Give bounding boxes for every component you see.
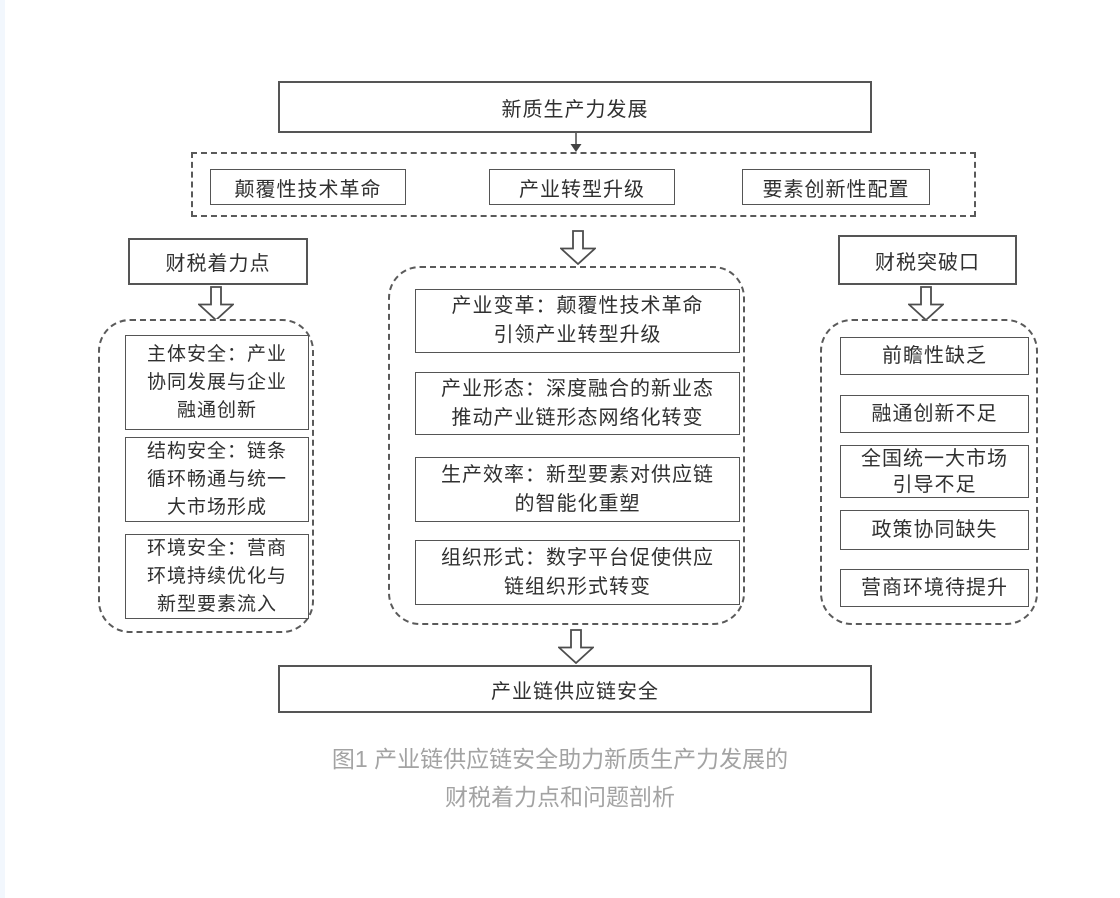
block-down-arrow-icon <box>560 230 596 265</box>
left-header-fiscal-focus: 财税着力点 <box>128 238 308 285</box>
center-node-industry-change: 产业变革：颠覆性技术革命 引领产业转型升级 <box>415 289 740 353</box>
right-node-policy-coordination: 政策协同缺失 <box>840 510 1029 550</box>
center-node-industry-form: 产业形态：深度融合的新业态 推动产业链形态网络化转变 <box>415 372 740 435</box>
center-panel-mechanisms: 产业变革：颠覆性技术革命 引领产业转型升级 产业形态：深度融合的新业态 推动产业… <box>388 266 745 625</box>
left-panel-security-focus: 主体安全：产业 协同发展与企业 融通创新 结构安全：链条 循环畅通与统一 大市场… <box>98 319 314 633</box>
center-node-production-efficiency: 生产效率：新型要素对供应链 的智能化重塑 <box>415 457 740 522</box>
page-edge-strip <box>0 0 5 898</box>
right-panel-problems: 前瞻性缺乏 融通创新不足 全国统一大市场 引导不足 政策协同缺失 营商环境待提升 <box>820 319 1038 625</box>
right-node-lack-foresight: 前瞻性缺乏 <box>840 337 1029 375</box>
left-node-structure-security: 结构安全：链条 循环畅通与统一 大市场形成 <box>125 437 309 522</box>
right-header-fiscal-breakthrough: 财税突破口 <box>838 235 1017 285</box>
left-node-subject-security: 主体安全：产业 协同发展与企业 融通创新 <box>125 335 309 430</box>
driver-node-factor-allocation: 要素创新性配置 <box>742 169 930 205</box>
drivers-panel: 颠覆性技术革命 产业转型升级 要素创新性配置 <box>191 152 976 217</box>
figure-caption-line1: 图1 产业链供应链安全助力新质生产力发展的 <box>331 746 789 772</box>
block-down-arrow-icon <box>558 629 594 664</box>
driver-node-disruptive-tech: 颠覆性技术革命 <box>210 169 406 205</box>
figure-caption-line2: 财税着力点和问题剖析 <box>445 784 675 810</box>
right-node-insufficient-innovation: 融通创新不足 <box>840 395 1029 433</box>
left-node-environment-security: 环境安全：营商 环境持续优化与 新型要素流入 <box>125 534 309 619</box>
right-node-unified-market-guidance: 全国统一大市场 引导不足 <box>840 445 1029 498</box>
figure-caption: 图1 产业链供应链安全助力新质生产力发展的 财税着力点和问题剖析 <box>0 740 1120 816</box>
driver-node-industry-upgrade: 产业转型升级 <box>489 169 675 205</box>
bottom-node-supply-chain-security: 产业链供应链安全 <box>278 665 872 713</box>
block-down-arrow-icon <box>198 286 234 321</box>
top-node-new-quality-productivity: 新质生产力发展 <box>278 81 872 133</box>
block-down-arrow-icon <box>908 286 944 321</box>
right-node-business-environment: 营商环境待提升 <box>840 569 1029 607</box>
center-node-organization-form: 组织形式：数字平台促使供应 链组织形式转变 <box>415 540 740 605</box>
down-arrow-icon <box>570 133 582 152</box>
